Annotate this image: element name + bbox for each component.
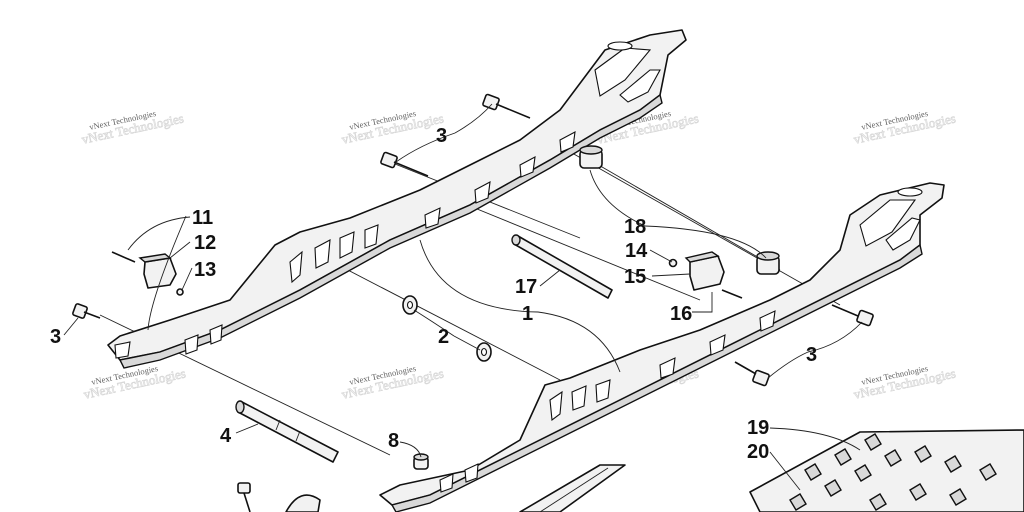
callout-2: 2 [438, 326, 449, 348]
bolt-icon [72, 303, 101, 319]
rail-lower [379, 182, 945, 512]
leader-lines [63, 103, 863, 491]
bolt-icon [482, 93, 531, 119]
bracket-icon [237, 482, 321, 512]
block-icon [138, 253, 177, 289]
callout-8: 8 [388, 430, 399, 452]
callout-15: 15 [624, 266, 646, 288]
callout-13: 13 [194, 259, 216, 281]
bolt-icon [734, 361, 770, 387]
hardware [72, 93, 1024, 512]
callout-19: 19 [747, 417, 769, 439]
rail-upper [107, 29, 687, 369]
callout-12: 12 [194, 232, 216, 254]
shaft-icon [511, 234, 613, 299]
nut-icon [413, 453, 429, 470]
slide-icon [519, 464, 626, 512]
track-cleats [789, 433, 997, 511]
rail-lower-cutouts [439, 187, 923, 493]
callout-20: 20 [747, 441, 769, 463]
spacer-icon [579, 145, 603, 169]
washer-icon [402, 295, 418, 315]
nut-icon [176, 288, 184, 296]
washer-icon [476, 342, 492, 362]
callout-4: 4 [220, 425, 232, 447]
callout-3: 3 [806, 344, 817, 366]
spacer-icon [756, 251, 780, 275]
track-section [749, 429, 1024, 512]
callout-1: 1 [522, 303, 533, 325]
shaft-icon [235, 400, 339, 463]
rail-upper-cutouts [114, 41, 661, 359]
callout-3: 3 [50, 326, 61, 348]
block-icon [684, 251, 725, 291]
callouts: 1 2 3 3 3 4 8 11 12 13 14 15 16 17 18 19… [50, 125, 817, 463]
callout-16: 16 [670, 303, 692, 325]
callout-3: 3 [436, 125, 447, 147]
pin-icon [721, 289, 743, 299]
nut-icon [668, 258, 678, 268]
callout-17: 17 [515, 276, 537, 298]
callout-18: 18 [624, 216, 646, 238]
pin-icon [111, 251, 136, 263]
bolt-icon [831, 304, 874, 327]
bolt-icon [380, 151, 429, 177]
callout-11: 11 [192, 207, 213, 229]
callout-14: 14 [625, 240, 648, 262]
